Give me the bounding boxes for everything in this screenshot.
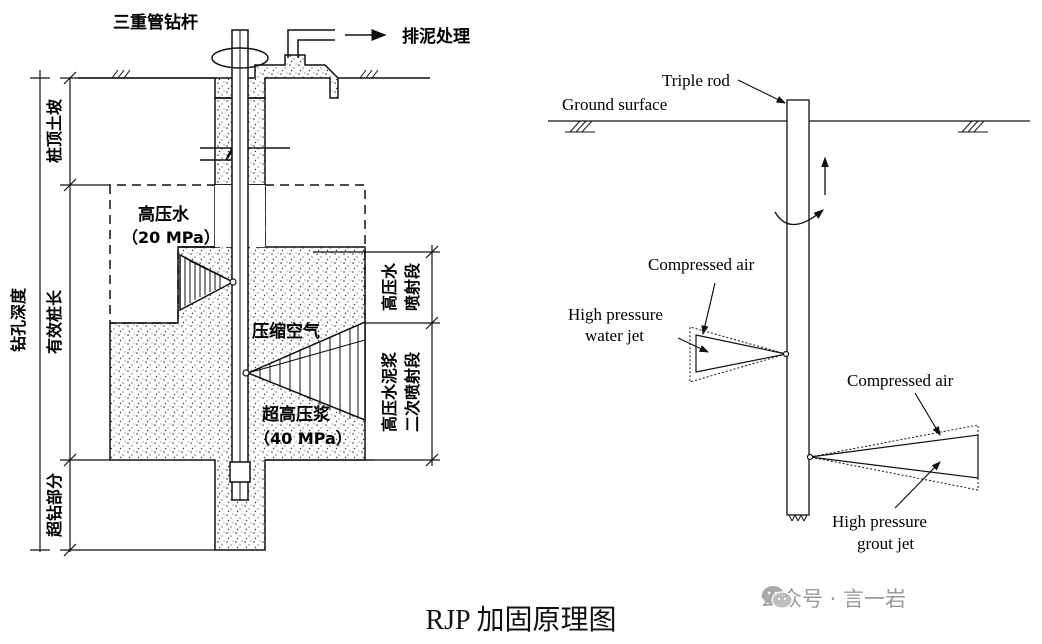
super-grout-label: 超高压浆 [262,404,331,425]
super-grout-pressure: （40 MPa） [254,429,352,448]
left-dimensions [30,70,215,557]
segment-2b-label: 二次喷射段 [403,351,422,432]
segment-2a-label: 高压水泥浆 [380,351,399,432]
over-drill-label: 超钻部分 [45,473,64,538]
rod-label: 三重管钻杆 [113,12,198,33]
hp-water-1-label: High pressure [568,305,663,324]
grout-jet-fan [246,320,366,422]
hp-water-label: 高压水 [138,204,190,225]
drill-depth-label: 钻孔深度 [9,287,28,352]
compressed-air-1-label: Compressed air [648,255,755,274]
effective-length-label: 有效桩长 [45,289,64,354]
grout-jet [806,424,979,491]
right-dimensions [313,245,440,467]
ground-hatch-right [565,120,988,133]
water-jet [689,326,790,383]
right-diagram: Triple rod Ground surface Compressed air… [548,71,1030,553]
left-diagram: 三重管钻杆 排泥处理 高压水 （20 MPa） 压缩空气 超高压浆 （40 MP… [9,12,470,557]
pile-top-label: 桩顶土坡 [45,98,64,163]
compressed-air-label: 压缩空气 [252,321,320,342]
hp-grout-1-label: High pressure [832,512,927,531]
figure-caption: RJP 加固原理图 [425,605,617,636]
mud-label: 排泥处理 [402,26,470,47]
triple-rod-label: Triple rod [662,71,730,90]
rod-tip [788,514,808,522]
wechat-icon [762,586,793,609]
segment-1b-label: 喷射段 [403,262,422,311]
segment-1a-label: 高压水 [380,262,399,311]
hp-grout-2-label: grout jet [857,534,914,553]
compressed-air-2-label: Compressed air [847,371,954,390]
ground-surface-label: Ground surface [562,95,667,114]
hp-water-2-label: water jet [585,326,644,345]
watermark: 公众号 · 言一岩 [760,583,906,613]
hp-water-pressure: （20 MPa） [122,228,220,247]
water-jet-fan [179,253,235,312]
